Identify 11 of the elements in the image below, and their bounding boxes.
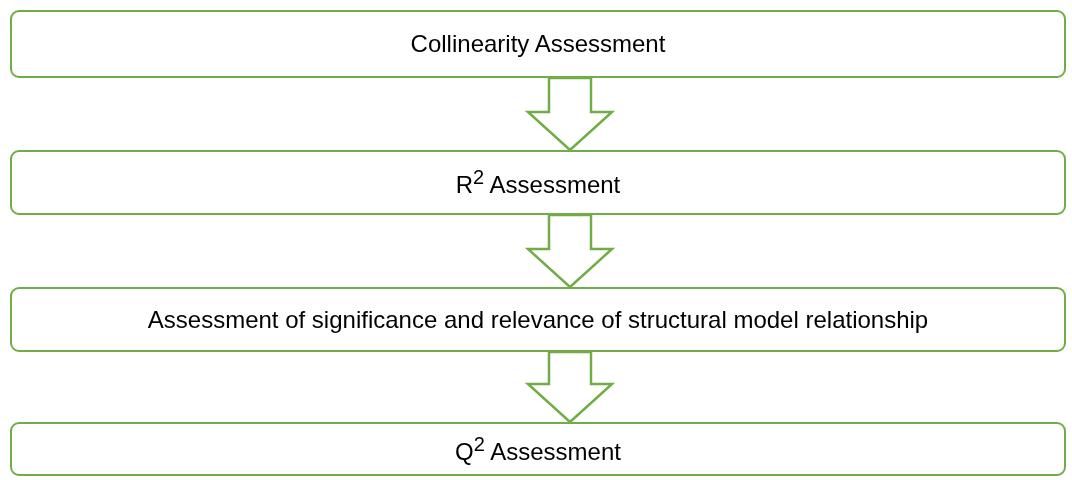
box-label: R$^{2}$ Assessment — [455, 166, 621, 199]
process-box — [10, 422, 1066, 476]
process-box — [10, 10, 1066, 78]
process-box — [10, 287, 1066, 352]
box-label: Collinearity Assessment — [410, 30, 666, 58]
block-arrow — [524, 76, 616, 152]
box-label: Assessment of significance and relevance of structural model relationship — [147, 305, 929, 334]
block-arrow — [524, 213, 616, 289]
box-label: Q$^{2}$ Assessment — [455, 432, 621, 466]
block-arrow — [524, 350, 616, 424]
process-box — [10, 150, 1066, 215]
